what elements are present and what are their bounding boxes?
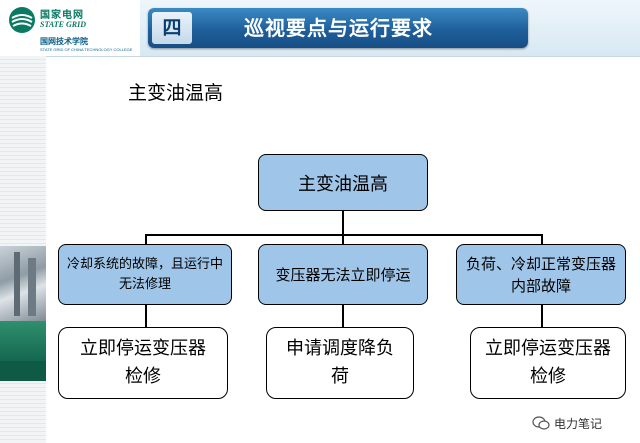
side-green-band-dark: [0, 361, 46, 381]
logo-block: 国家电网 STATE GRID 国网技术学院 STATE GRID OF CHI…: [0, 0, 140, 56]
connector-action-3: [541, 305, 543, 327]
side-green-band: [0, 321, 46, 361]
action-node-1-label: 立即停运变压器检修: [80, 338, 206, 387]
cause-node-3-label: 负荷、冷却正常变压器内部故障: [465, 254, 616, 295]
side-photo: [0, 246, 46, 321]
page-title: 巡视要点与运行要求: [244, 16, 433, 40]
watermark: 电力笔记: [532, 412, 602, 434]
watermark-text: 电力笔记: [554, 416, 603, 431]
root-node: 主变油温高: [258, 154, 428, 211]
root-node-label: 主变油温高: [298, 173, 388, 195]
cause-node-1: 冷却系统的故障，且运行中无法修理: [58, 244, 232, 305]
slide-subtitle: 主变油温高: [128, 82, 224, 104]
action-node-3: 立即停运变压器检修: [470, 327, 626, 399]
connector-cause-3: [541, 234, 543, 244]
connector-action-2: [342, 305, 344, 327]
connector-root-down: [342, 211, 344, 234]
connector-cause-2: [342, 234, 344, 244]
header-divider: [46, 56, 640, 57]
action-node-2: 申请调度降负荷: [266, 327, 414, 399]
header-bar: [148, 8, 528, 48]
section-number: 四: [152, 12, 192, 44]
action-node-3-label: 立即停运变压器检修: [485, 338, 611, 387]
cause-node-2: 变压器无法立即停运: [258, 244, 428, 305]
action-node-2-label: 申请调度降负荷: [286, 338, 394, 387]
cause-node-2-label: 变压器无法立即停运: [275, 265, 411, 284]
action-node-1: 立即停运变压器检修: [58, 327, 228, 399]
connector-horizontal: [145, 234, 542, 236]
college-en-text: STATE GRID OF CHINA TECHNOLOGY COLLEGE: [40, 47, 133, 52]
wechat-icon: [532, 416, 550, 430]
connector-cause-1: [145, 234, 147, 244]
cause-node-1-label: 冷却系统的故障，且运行中无法修理: [66, 256, 223, 292]
cause-node-3: 负荷、冷却正常变压器内部故障: [456, 244, 626, 305]
connector-action-1: [145, 305, 147, 327]
college-cn-text: 国网技术学院: [40, 37, 88, 46]
logo-en-text: STATE GRID: [40, 20, 87, 29]
logo-cn-text: 国家电网: [40, 10, 84, 21]
state-grid-logo-icon: [9, 7, 35, 33]
